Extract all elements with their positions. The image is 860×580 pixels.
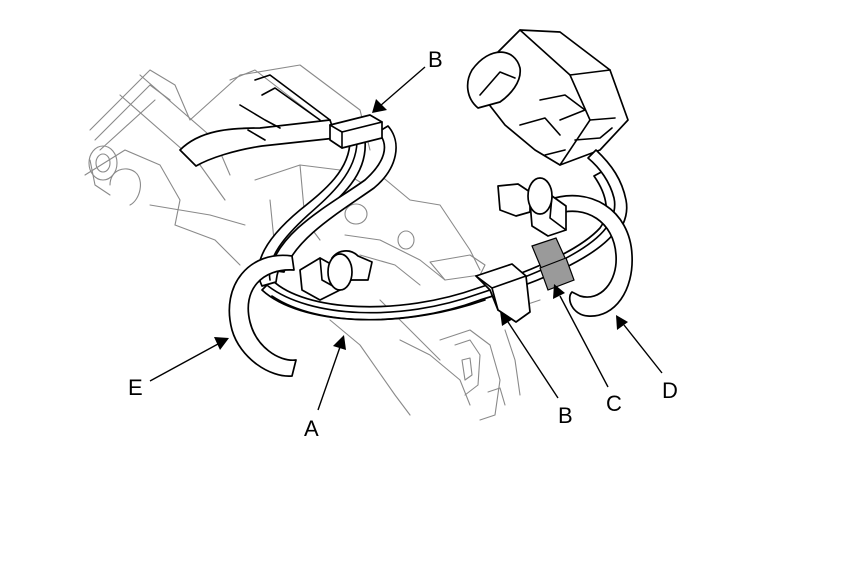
arrowhead-a	[333, 335, 346, 350]
clamp-e	[228, 250, 373, 377]
leader-a	[317, 346, 341, 411]
label-b-top: B	[428, 47, 443, 72]
label-d: D	[662, 378, 678, 403]
leader-e	[149, 343, 219, 382]
label-b-bottom: B	[558, 403, 573, 428]
label-e: E	[128, 375, 143, 400]
arrowhead-e	[214, 337, 229, 350]
wire-harness-a	[257, 125, 628, 321]
leader-b-bottom	[507, 321, 559, 399]
label-c: C	[606, 391, 622, 416]
arrowhead-c	[553, 284, 565, 299]
clamp-d	[497, 177, 633, 317]
vinyl-tape-c	[531, 237, 575, 291]
clip-b-top	[329, 114, 383, 149]
leader-c	[559, 295, 609, 388]
arrowhead-b-bottom	[500, 311, 513, 326]
callout-labels: B E A B C D	[128, 47, 678, 441]
guide-bar	[179, 74, 337, 167]
callout-leaders	[149, 66, 663, 411]
clip-b-bottom	[475, 263, 531, 323]
arrowhead-d	[616, 315, 628, 330]
electrical-connector	[466, 29, 629, 166]
leader-d	[623, 324, 663, 374]
arrowhead-b-top	[372, 99, 387, 113]
background-structure	[84, 64, 541, 421]
label-a: A	[304, 416, 319, 441]
leader-b-top	[379, 66, 426, 107]
